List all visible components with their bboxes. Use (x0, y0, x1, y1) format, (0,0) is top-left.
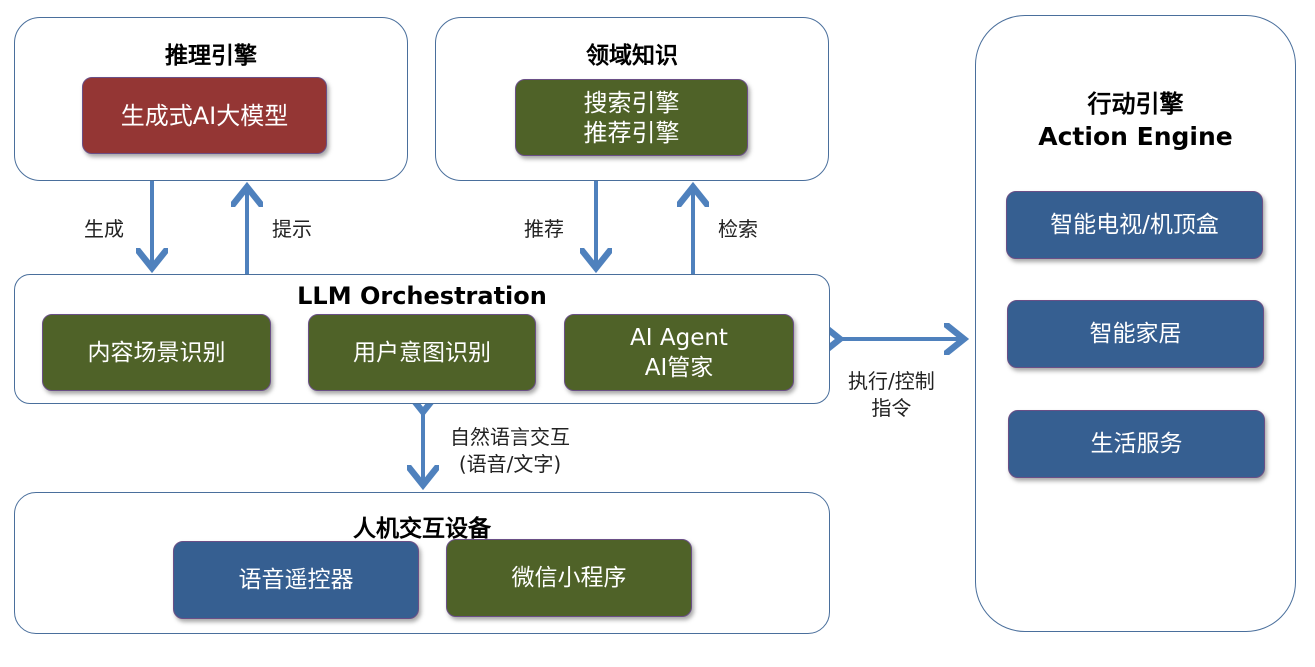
ai-butler-label: AI管家 (644, 354, 714, 381)
label-natural-language-line2: (语音/文字) (458, 452, 562, 476)
node-generative-ai-model[interactable]: 生成式AI大模型 (82, 77, 327, 154)
search-engine-label: 搜索引擎 (583, 88, 680, 117)
label-recommend: 推荐 (524, 217, 564, 241)
label-natural-language: 自然语言交互 (语音/文字) (450, 424, 570, 478)
label-retrieve: 检索 (718, 217, 758, 241)
action-engine-title-cn: 行动引擎 (1087, 90, 1184, 118)
group-action-engine: 行动引擎 Action Engine 智能电视/机顶盒 智能家居 生活服务 (975, 15, 1296, 632)
node-search-recommend-engine[interactable]: 搜索引擎 推荐引擎 (515, 79, 748, 156)
group-llm-orchestration: LLM Orchestration 内容场景识别 用户意图识别 AI Agent… (14, 274, 830, 404)
node-user-intent-recognition[interactable]: 用户意图识别 (308, 314, 536, 391)
label-exec-control-line1: 执行/控制 (848, 369, 935, 393)
llm-orchestration-title: LLM Orchestration (297, 282, 547, 310)
reasoning-engine-title: 推理引擎 (165, 43, 257, 69)
label-exec-control: 执行/控制 指令 (848, 368, 935, 422)
label-prompt: 提示 (272, 217, 312, 241)
hci-devices-title: 人机交互设备 (353, 516, 491, 542)
group-reasoning-engine: 推理引擎 生成式AI大模型 (14, 17, 408, 181)
node-content-scene-recognition[interactable]: 内容场景识别 (42, 314, 271, 391)
action-engine-title-en: Action Engine (1038, 122, 1233, 151)
node-wechat-mini-program[interactable]: 微信小程序 (446, 539, 692, 617)
ai-agent-label: AI Agent (630, 324, 728, 351)
group-domain-knowledge: 领域知识 搜索引擎 推荐引擎 (435, 17, 829, 181)
node-smart-tv-stb[interactable]: 智能电视/机顶盒 (1006, 191, 1263, 259)
node-voice-remote[interactable]: 语音遥控器 (173, 541, 419, 619)
label-generate: 生成 (84, 217, 124, 241)
recommend-engine-label: 推荐引擎 (583, 118, 680, 147)
label-exec-control-line2: 指令 (871, 396, 912, 420)
node-ai-agent[interactable]: AI Agent AI管家 (564, 314, 794, 391)
domain-knowledge-title: 领域知识 (586, 43, 678, 69)
group-hci-devices: 人机交互设备 语音遥控器 微信小程序 (14, 492, 830, 634)
label-natural-language-line1: 自然语言交互 (450, 425, 570, 449)
node-smart-home[interactable]: 智能家居 (1007, 300, 1264, 368)
node-life-services[interactable]: 生活服务 (1008, 410, 1265, 478)
